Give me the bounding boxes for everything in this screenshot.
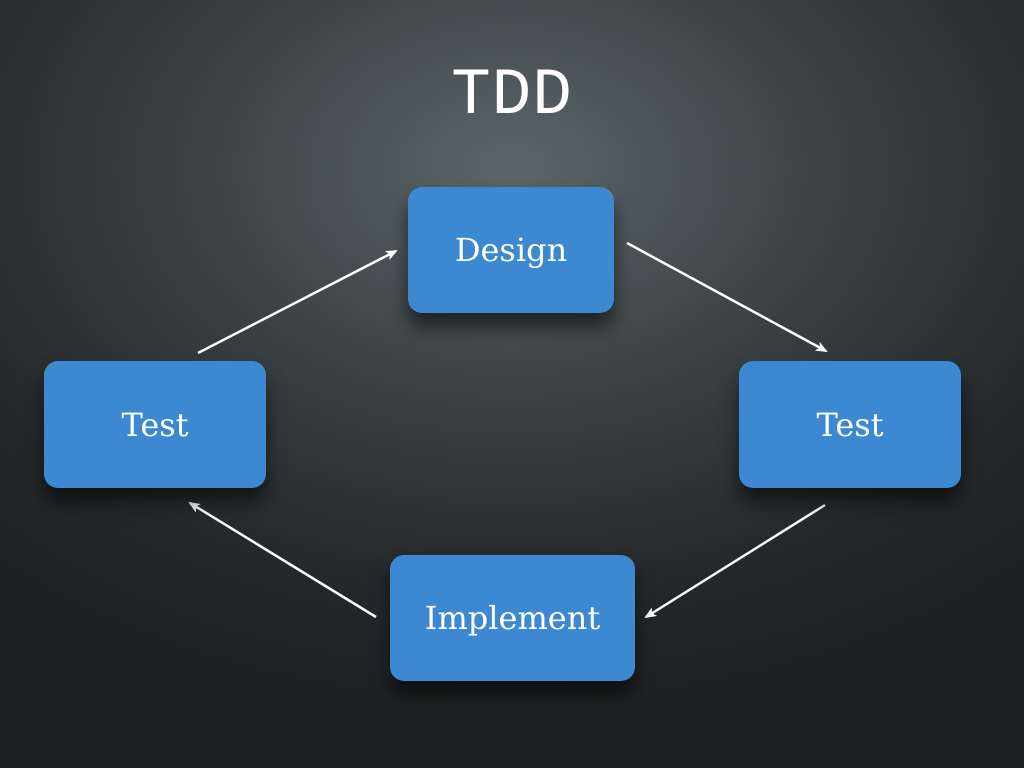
arrow-design-to-test bbox=[626, 241, 828, 353]
node-test-left: Test bbox=[44, 361, 266, 488]
node-design: Design bbox=[408, 187, 614, 313]
node-test-right: Test bbox=[739, 361, 961, 488]
arrow-implement-to-test bbox=[188, 501, 377, 619]
slide-title: TDD bbox=[451, 58, 573, 133]
arrow-test-to-design bbox=[197, 249, 398, 355]
node-implement: Implement bbox=[390, 555, 635, 681]
arrow-test-to-implement bbox=[644, 503, 826, 619]
